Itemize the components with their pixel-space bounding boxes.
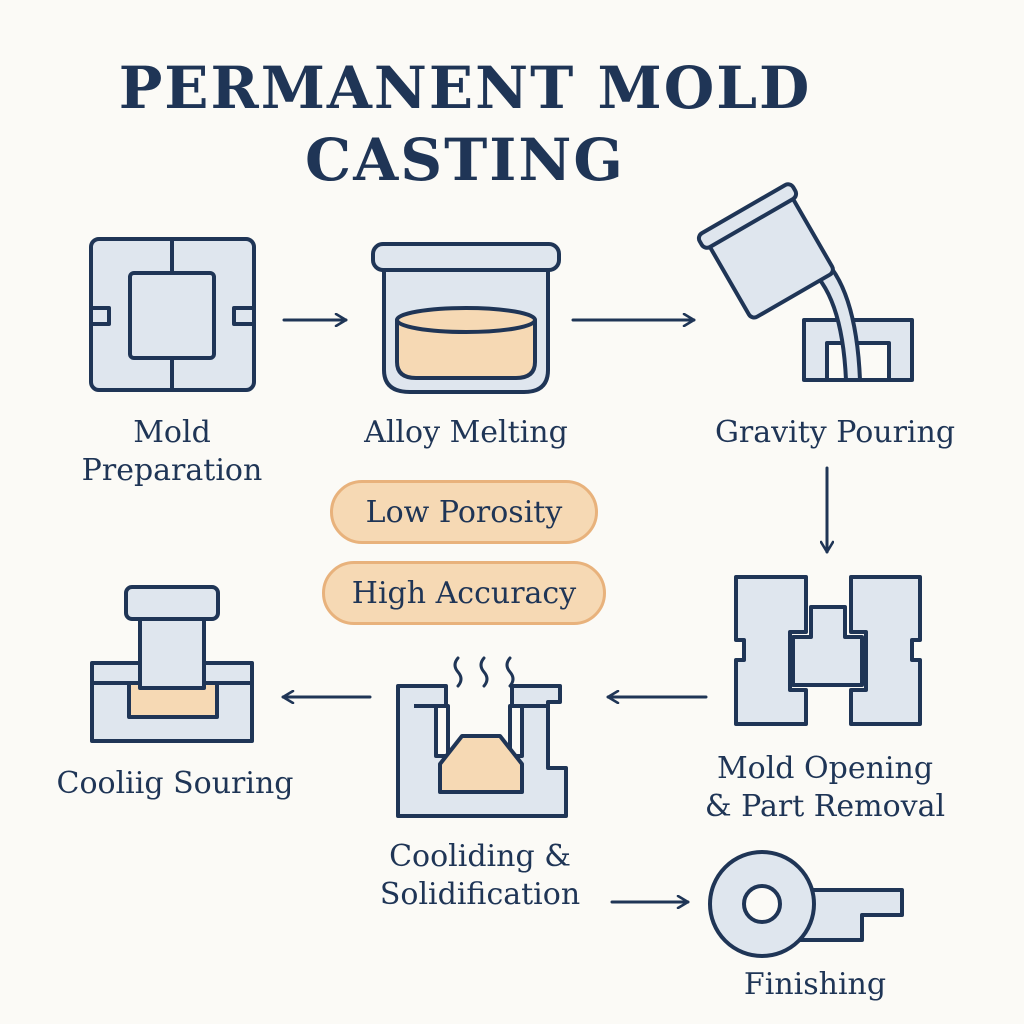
step-label-line: Gravity Pouring xyxy=(714,415,956,450)
step-label-mold-opening: Mold Opening & Part Removal xyxy=(680,750,970,826)
title-line-2: CASTING xyxy=(305,126,625,194)
step-label-line: Preparation xyxy=(81,453,263,488)
ladle-pour-icon xyxy=(696,182,914,382)
step-label-cooling-souring: Cooliig Souring xyxy=(30,765,320,803)
step-label-cooling-solidification: Cooliding & Solidification xyxy=(355,838,605,914)
step-label-line: Mold Opening xyxy=(716,751,934,786)
badge-high-accuracy: High Accuracy xyxy=(322,561,606,625)
step-label-line: Cooliig Souring xyxy=(56,766,294,801)
page-title: PERMANENT MOLD CASTING xyxy=(0,52,930,196)
step-label-gravity-pouring: Gravity Pouring xyxy=(690,414,980,452)
step-label-line: Mold xyxy=(133,415,211,450)
step-label-line: Alloy Melting xyxy=(364,415,568,450)
step-label-line: & Part Removal xyxy=(704,789,946,824)
mold-icon xyxy=(89,237,256,392)
step-label-line: Solidification xyxy=(379,877,581,912)
step-label-finishing: Finishing xyxy=(710,966,920,1004)
press-mold-icon xyxy=(90,585,254,743)
cooling-mold-icon xyxy=(396,656,568,818)
step-label-line: Finishing xyxy=(743,967,887,1002)
step-label-alloy-melting: Alloy Melting xyxy=(336,414,596,452)
finished-part-icon xyxy=(708,850,904,958)
crucible-icon xyxy=(371,242,561,394)
badge-low-porosity: Low Porosity xyxy=(330,480,598,544)
open-mold-icon xyxy=(734,575,922,726)
step-label-mold-preparation: Mold Preparation xyxy=(62,414,282,490)
title-line-1: PERMANENT MOLD xyxy=(118,54,812,122)
step-label-line: Cooliding & xyxy=(389,839,571,874)
